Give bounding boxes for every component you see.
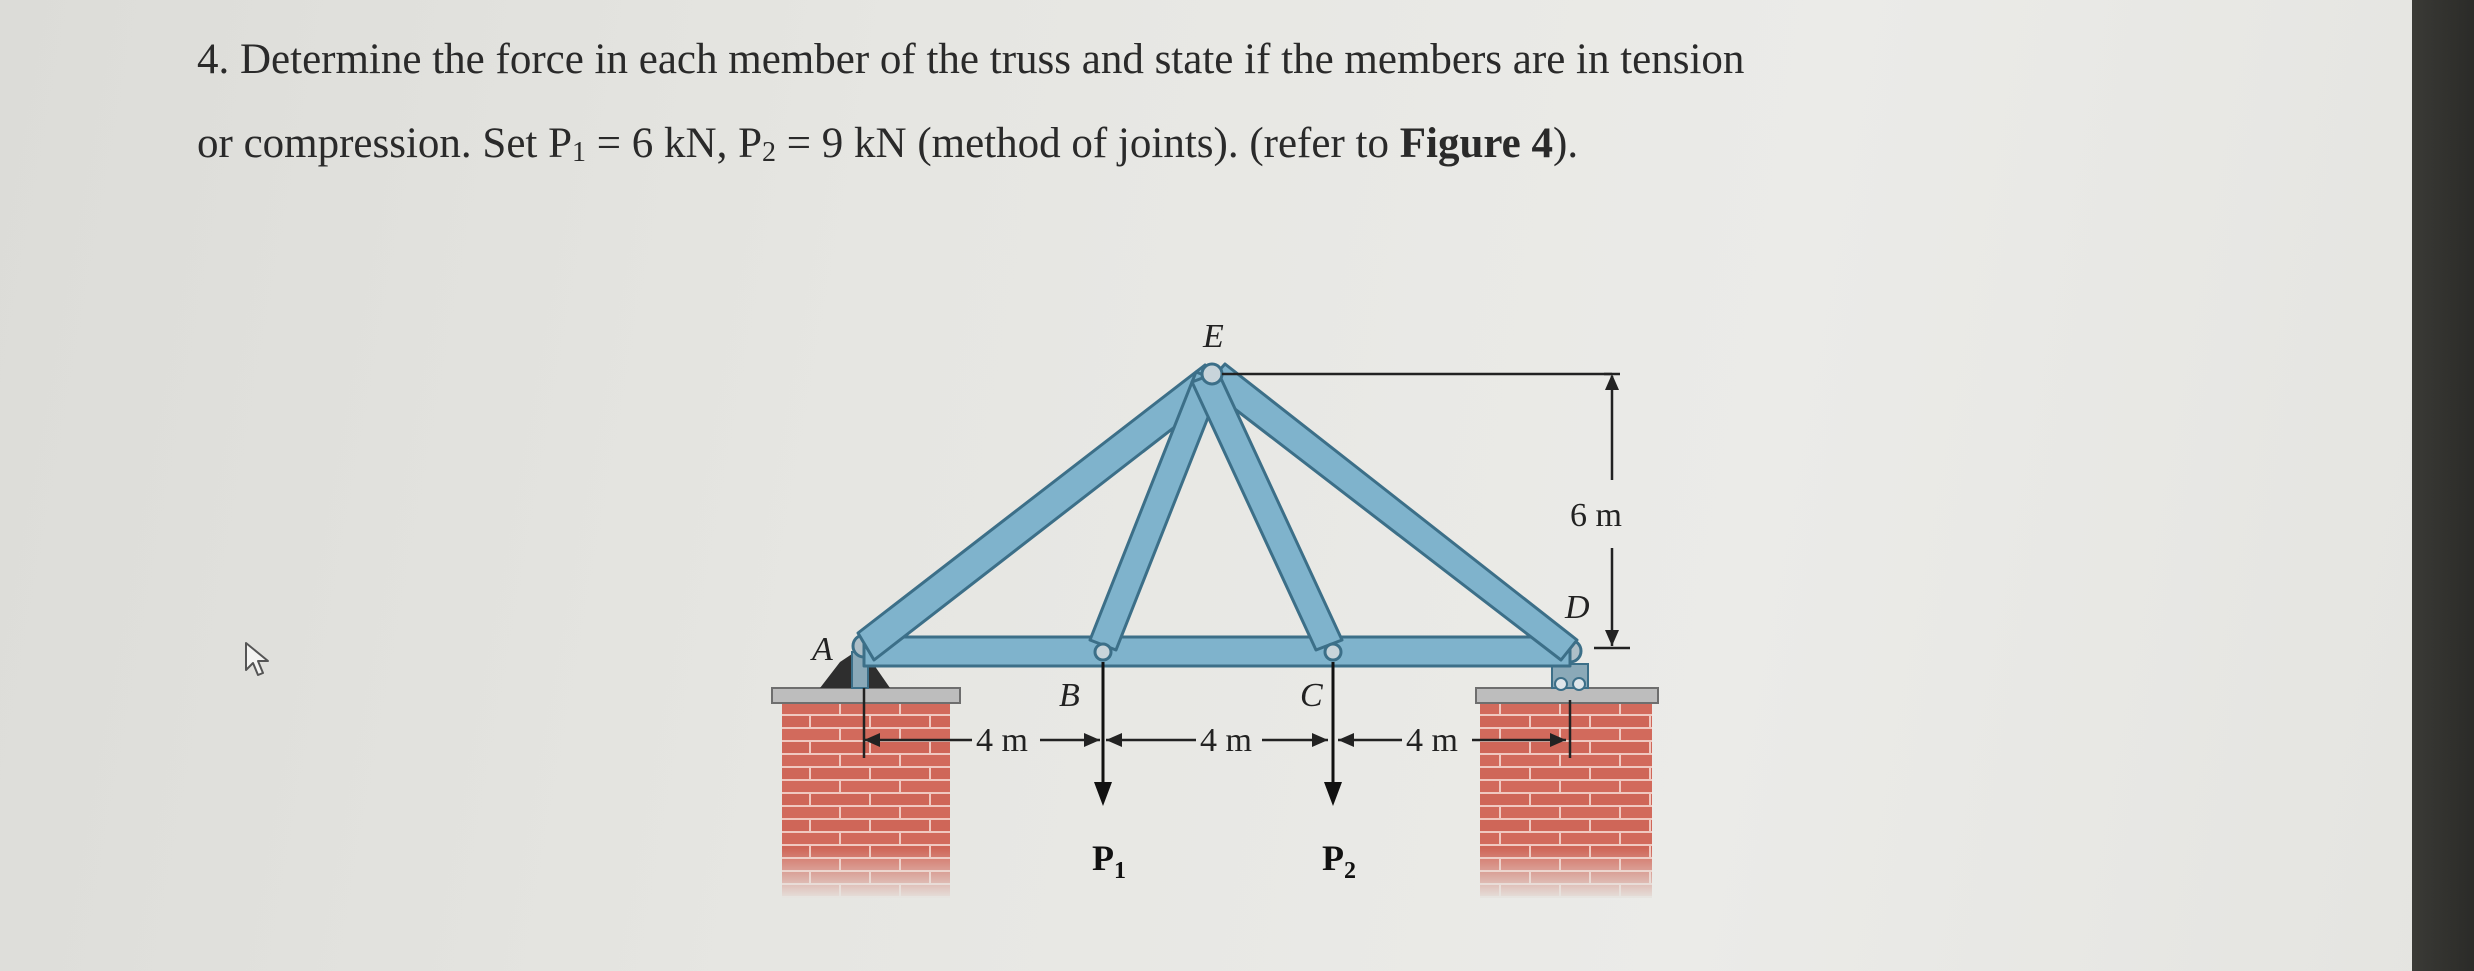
load-label-p2: P2 bbox=[1322, 838, 1356, 884]
joint-pins bbox=[1093, 362, 1343, 662]
joint-b bbox=[1093, 642, 1113, 662]
question-line-2-part-c: = 9 kN (method of joints). (refer to bbox=[776, 120, 1400, 167]
load-arrow-p1 bbox=[1094, 662, 1112, 806]
label-d: D bbox=[1564, 589, 1590, 626]
member-ab-bc-cd bbox=[862, 635, 1572, 668]
dimension-span-3: 4 m bbox=[1406, 722, 1458, 759]
question-line-2-part-b: = 6 kN, P bbox=[586, 120, 763, 167]
question-text: 4. Determine the force in each member of… bbox=[197, 18, 2297, 195]
label-e: E bbox=[1202, 318, 1224, 355]
truss-members bbox=[856, 362, 1579, 668]
question-line-2-part-d: ). bbox=[1553, 120, 1579, 167]
p2-subscript: 2 bbox=[762, 137, 777, 168]
document-page: 4. Determine the force in each member of… bbox=[197, 18, 2297, 898]
label-a: A bbox=[810, 631, 833, 668]
joint-c bbox=[1323, 642, 1343, 662]
left-wall bbox=[782, 698, 950, 898]
question-line-2: or compression. Set P1 = 6 kN, P2 = 9 kN… bbox=[197, 102, 2297, 195]
question-line-1: 4. Determine the force in each member of… bbox=[197, 18, 2297, 102]
question-line-2-part-a: or compression. Set P bbox=[197, 120, 573, 167]
load-arrow-p2 bbox=[1324, 662, 1342, 806]
joint-e bbox=[1200, 362, 1224, 386]
question-line-1-text: Determine the force in each member of th… bbox=[240, 36, 1745, 83]
right-wall bbox=[1480, 698, 1652, 898]
label-c: C bbox=[1300, 677, 1323, 714]
left-support-plate bbox=[771, 687, 961, 704]
load-label-p1: P1 bbox=[1092, 838, 1126, 884]
question-number: 4. bbox=[197, 36, 230, 83]
height-dimension bbox=[1222, 372, 1630, 650]
figure-reference: Figure 4 bbox=[1399, 120, 1554, 167]
label-b: B bbox=[1059, 677, 1080, 714]
p1-subscript: 1 bbox=[572, 137, 587, 168]
dimension-height: 6 m bbox=[1570, 497, 1622, 534]
screen-bezel bbox=[2412, 0, 2474, 971]
right-support-plate bbox=[1475, 687, 1659, 704]
mouse-pointer-icon bbox=[245, 642, 269, 676]
span-dimension-line bbox=[862, 688, 1572, 758]
dimension-span-2: 4 m bbox=[1200, 722, 1252, 759]
truss-figure: E A B C D 6 m bbox=[771, 318, 1659, 898]
dimension-span-1: 4 m bbox=[976, 722, 1028, 759]
